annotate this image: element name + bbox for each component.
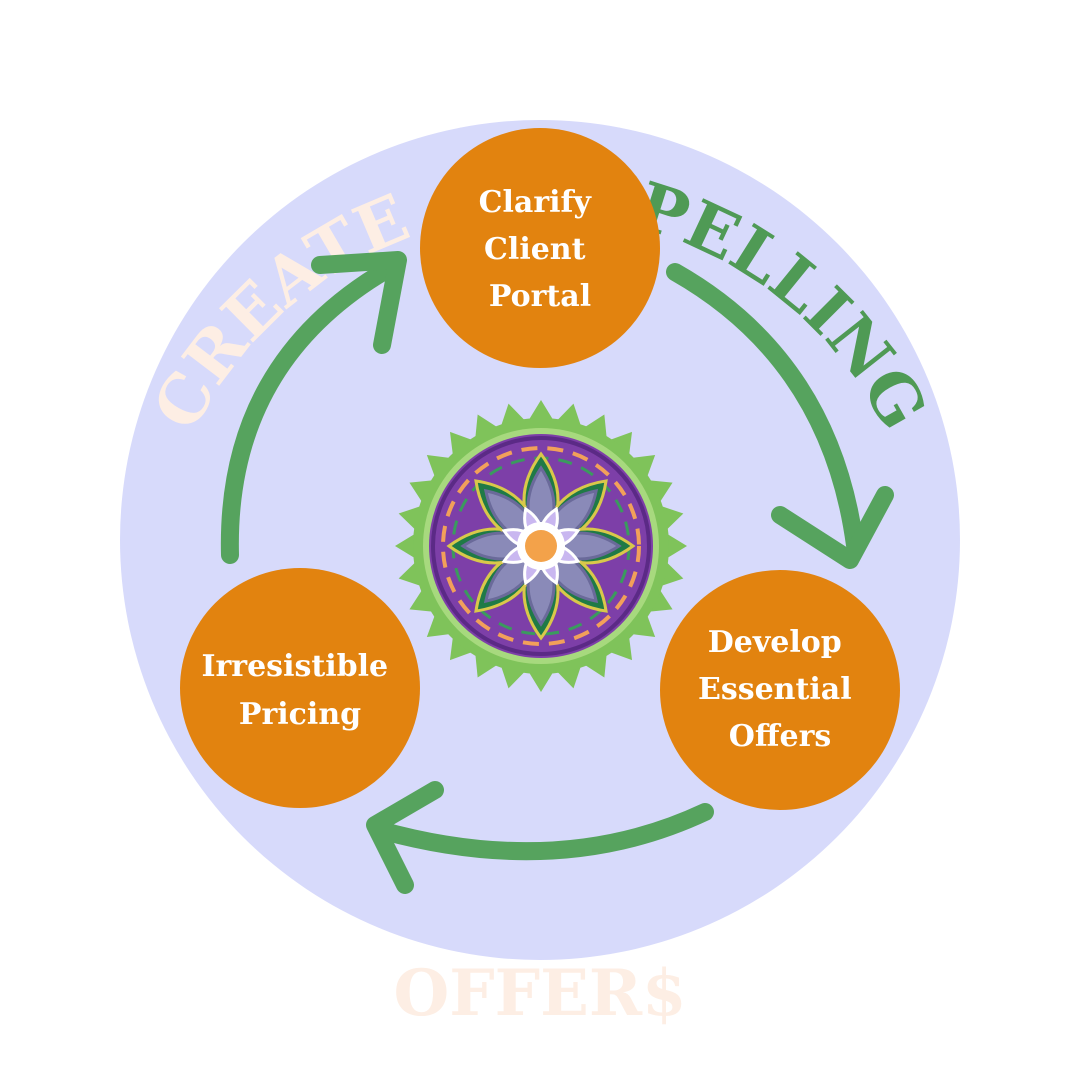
node-label-line: Pricing (239, 697, 361, 732)
node-label-line: Portal (489, 279, 591, 314)
svg-text:Develop Essential: Develop Essential Offers (698, 625, 862, 754)
node-clarify-client-portal: Clarify Client Portal (420, 128, 660, 368)
node-label-line: Offers (729, 719, 832, 754)
curved-arrow-icon (220, 251, 407, 564)
node-label-line: Client (484, 232, 586, 267)
node-label-line: Clarify (479, 185, 593, 220)
svg-text:Irresistible Pricing: Irresistible Pricing (201, 649, 398, 732)
mandala-spike (527, 669, 555, 692)
node-label-line: Develop (708, 625, 842, 660)
mandala-flower-icon (395, 400, 687, 692)
node-irresistible-pricing: Irresistible Pricing (180, 568, 420, 808)
node-label-line: Irresistible (201, 649, 388, 684)
node-circle (420, 128, 660, 368)
mandala-spike (395, 532, 418, 560)
node-circle (180, 568, 420, 808)
node-develop-essential-offers: Develop Essential Offers (660, 570, 900, 810)
mandala-spike (664, 532, 687, 560)
curved-arrow-icon (366, 781, 714, 894)
svg-text:Clarify Client Por: Clarify Client Portal (479, 185, 602, 314)
title-word-offers: OFFER$ (393, 956, 686, 1031)
mandala-spike (527, 400, 555, 423)
node-circle (660, 570, 900, 810)
node-label-line: Essential (698, 672, 852, 707)
curved-arrow-icon (666, 263, 894, 569)
